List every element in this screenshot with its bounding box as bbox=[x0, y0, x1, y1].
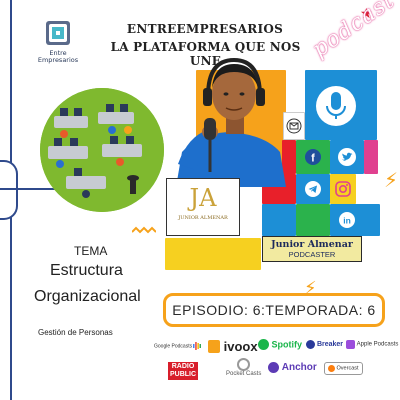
topic-label: TEMA bbox=[74, 244, 108, 258]
radiopublic-link[interactable]: RADIO PUBLIC bbox=[168, 362, 199, 380]
ivoox-label: ivoox bbox=[223, 339, 258, 355]
linkedin-icon: in bbox=[339, 212, 355, 228]
zigzag-decoration bbox=[132, 226, 156, 234]
overcast-icon bbox=[328, 365, 335, 372]
breaker-link[interactable]: Breaker bbox=[306, 340, 343, 349]
frame-notch bbox=[0, 160, 18, 220]
tile-red-1 bbox=[282, 140, 296, 174]
apple-podcasts-icon bbox=[346, 340, 355, 349]
host-monogram: JA bbox=[189, 184, 217, 212]
ivoox-icon bbox=[208, 340, 220, 354]
cube-logo-icon bbox=[46, 21, 70, 45]
tile-pink-small bbox=[364, 140, 378, 174]
topic-title-line2: Organizacional bbox=[34, 288, 141, 305]
google-podcasts-label: Google Podcasts bbox=[154, 343, 193, 350]
overcast-label: Overcast bbox=[336, 365, 359, 372]
apple-podcasts-label: Apple Podcasts bbox=[356, 341, 399, 348]
host-role: PODCASTER bbox=[288, 250, 336, 259]
microphone-icon bbox=[316, 86, 356, 126]
episode-text: EPISODIO: 6:TEMPORADA: 6 bbox=[172, 302, 376, 318]
tile-linkedin bbox=[330, 204, 380, 236]
platforms-row: Google Podcasts ivoox Spotify Breaker Ap… bbox=[154, 336, 398, 396]
facebook-icon: f bbox=[305, 149, 321, 165]
host-name-card: Junior Almenar PODCASTER bbox=[262, 236, 362, 262]
pocketcasts-label: Pocket Casts bbox=[226, 371, 262, 377]
host-monogram-caption: JUNIOR ALMENAR bbox=[178, 215, 228, 221]
pocketcasts-link[interactable]: Pocket Casts bbox=[226, 358, 261, 377]
twitter-icon bbox=[338, 148, 356, 166]
breaker-label: Breaker bbox=[316, 341, 344, 348]
topic-title-line1: Estructura bbox=[50, 262, 123, 279]
svg-text:in: in bbox=[343, 216, 351, 226]
logo-text-line1: Entre bbox=[49, 49, 67, 57]
host-name: Junior Almenar bbox=[271, 239, 353, 250]
instagram-icon bbox=[335, 181, 351, 197]
spotify-label: Spotify bbox=[271, 339, 303, 350]
header-title-line2: LA PLATAFORMA QUE NOS UNE bbox=[110, 40, 301, 68]
tile-green-bottom bbox=[296, 204, 330, 236]
google-podcasts-icon bbox=[193, 342, 202, 350]
lightning-icon: ⚡ bbox=[384, 168, 399, 192]
pocketcasts-icon bbox=[237, 358, 251, 371]
frame-line-horizontal bbox=[0, 188, 60, 190]
tile-yellow-left bbox=[165, 238, 261, 270]
telegram-icon bbox=[305, 181, 321, 197]
brand-logo: Entre Empresarios bbox=[36, 20, 80, 80]
svg-text:f: f bbox=[311, 153, 315, 165]
overcast-link[interactable]: Overcast bbox=[324, 362, 363, 375]
podcast-script-text: podcast bbox=[308, 0, 400, 63]
anchor-link[interactable]: Anchor bbox=[268, 362, 317, 373]
logo-text-line2: Empresarios bbox=[37, 56, 79, 64]
star-icon: ★ bbox=[360, 6, 373, 22]
host-photo bbox=[176, 57, 286, 187]
episode-badge: EPISODIO: 6:TEMPORADA: 6 bbox=[163, 293, 385, 327]
lightning-icon-small: ⚡ bbox=[304, 278, 317, 299]
google-podcasts-link[interactable]: Google Podcasts bbox=[154, 342, 202, 350]
anchor-icon bbox=[268, 362, 279, 373]
topic-subtitle: Gestión de Personas bbox=[38, 328, 113, 337]
tile-blue-bottom bbox=[262, 204, 296, 236]
envelope-icon bbox=[286, 118, 302, 134]
spotify-icon bbox=[258, 339, 269, 351]
header-title-line1: ENTREEMPRESARIOS bbox=[126, 22, 284, 36]
host-monogram-card: JA JUNIOR ALMENAR bbox=[166, 178, 240, 236]
ivoox-link[interactable]: ivoox bbox=[208, 338, 258, 354]
apple-podcasts-link[interactable]: Apple Podcasts bbox=[346, 340, 398, 349]
radiopublic-label-1: RADIO bbox=[171, 363, 195, 370]
breaker-icon bbox=[306, 340, 315, 349]
anchor-label: Anchor bbox=[281, 362, 317, 373]
tile-instagram bbox=[330, 174, 356, 204]
radiopublic-label-2: PUBLIC bbox=[170, 371, 197, 378]
office-illustration bbox=[40, 88, 164, 212]
spotify-link[interactable]: Spotify bbox=[258, 339, 303, 351]
